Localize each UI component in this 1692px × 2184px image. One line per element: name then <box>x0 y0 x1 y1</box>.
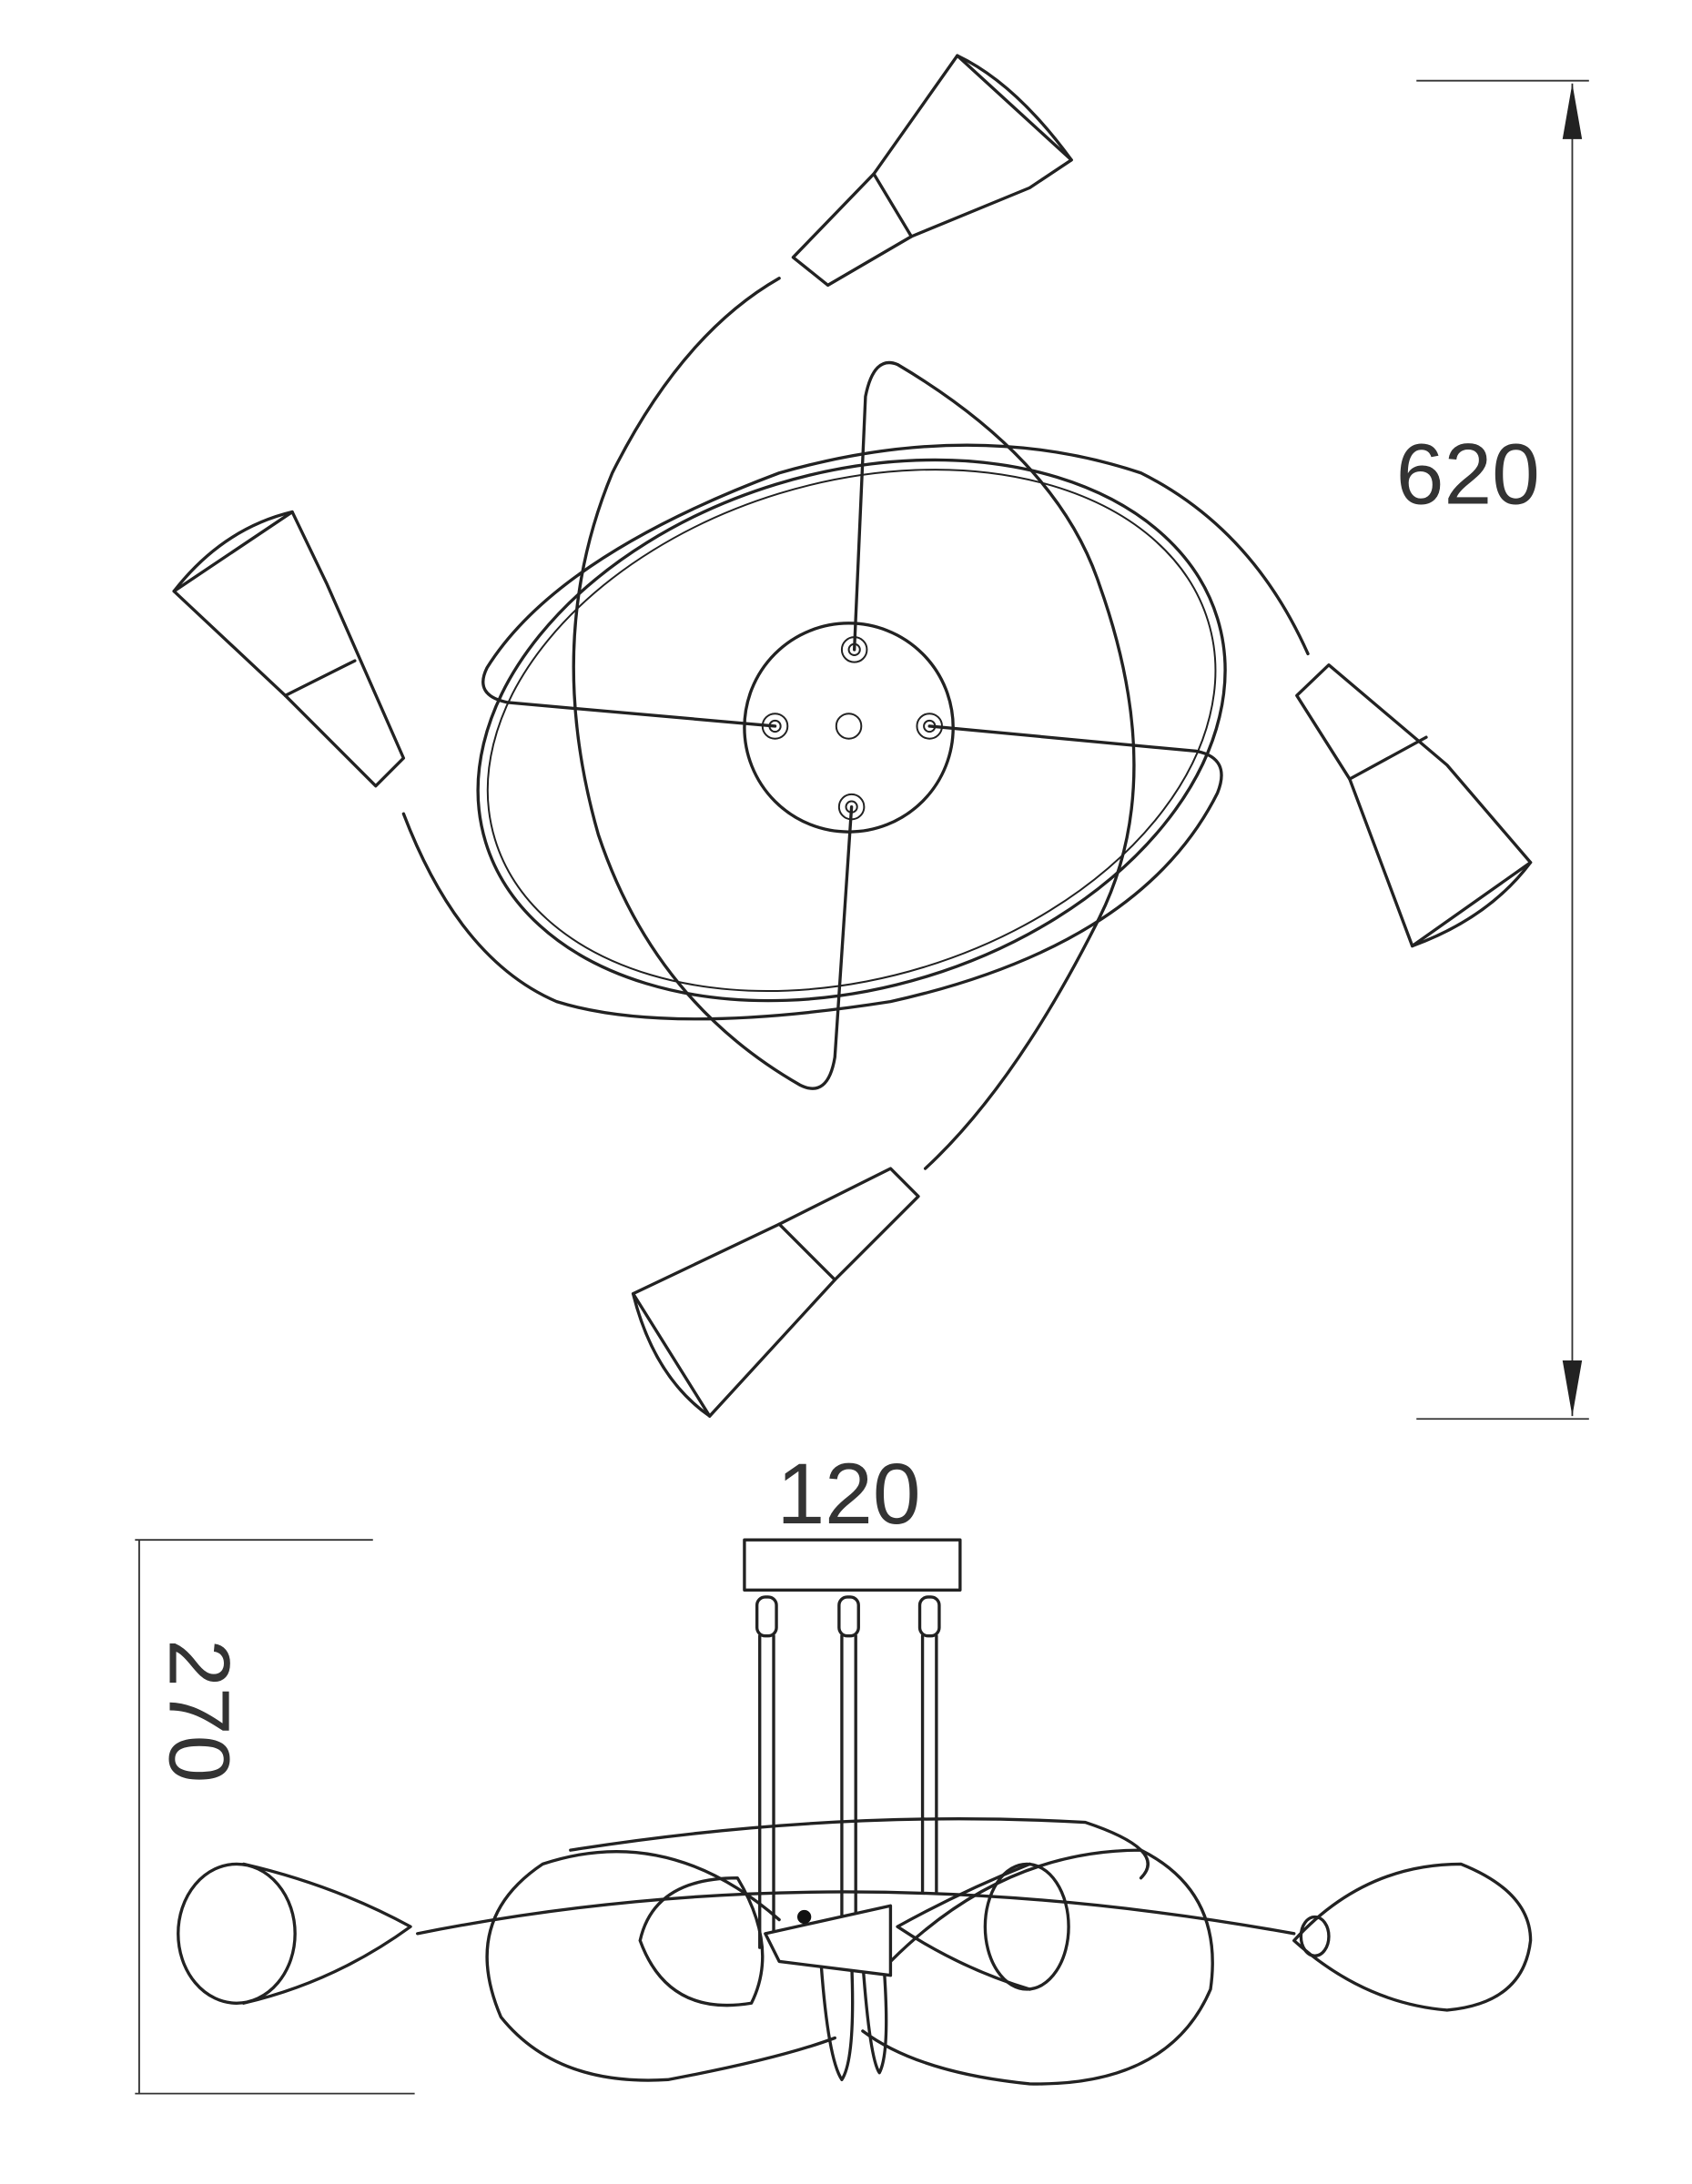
ring-inner <box>486 469 1217 992</box>
arm-bottom <box>572 277 854 1090</box>
shade-bottom <box>631 1167 920 1418</box>
shade-top <box>791 54 1073 288</box>
side-bottom-hooks <box>819 1959 888 2082</box>
side-shade-center <box>764 1904 893 1977</box>
dimension-label-120: 120 <box>776 1446 920 1542</box>
dimension-label-270: 270 <box>151 1639 248 1783</box>
arm-top <box>852 360 1136 1170</box>
side-shade-right <box>1292 1862 1533 2012</box>
top-view <box>172 54 1533 1418</box>
arm-left <box>481 443 1310 728</box>
canopy <box>743 622 955 834</box>
side-loop-right <box>861 1848 1214 2086</box>
shade-left <box>172 510 406 788</box>
ring-outer <box>476 458 1227 1003</box>
side-ring <box>415 1817 1296 1936</box>
dimension-label-620: 620 <box>1396 426 1540 522</box>
side-shade-center-left <box>638 1876 765 2007</box>
side-loop-left <box>485 1850 836 2082</box>
arm-sockets <box>761 636 943 821</box>
side-shade-center-right <box>896 1862 1070 1991</box>
side-canopy <box>743 1538 962 1592</box>
canopy-center-hole <box>835 713 863 740</box>
side-shade-left <box>177 1862 412 2005</box>
side-view <box>177 1538 1533 2086</box>
shade-right <box>1295 663 1533 948</box>
dimension-620: 620 <box>1396 79 1589 1421</box>
dimension-270: 270 <box>135 1539 415 2095</box>
arm-right <box>401 724 1223 1021</box>
side-rods <box>755 1595 941 1949</box>
